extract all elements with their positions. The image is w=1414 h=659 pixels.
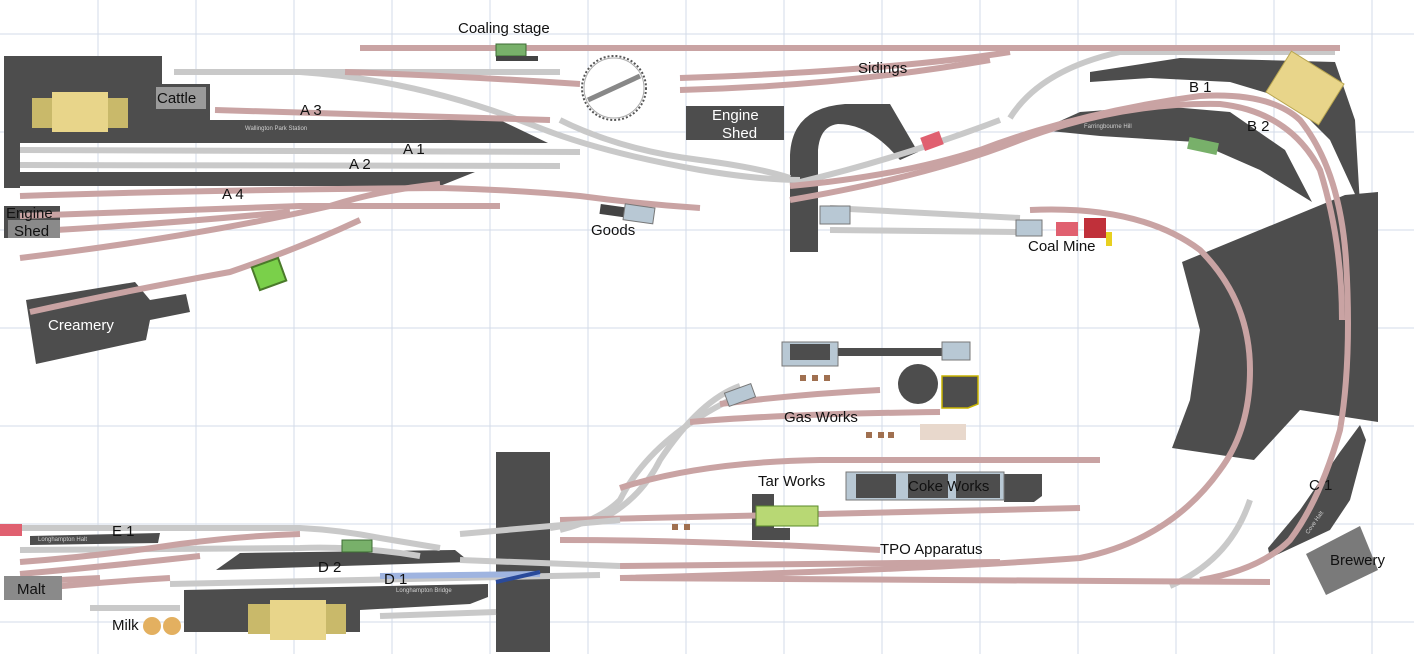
label-c1: C 1	[1309, 477, 1333, 494]
label-a3: A 3	[300, 102, 322, 119]
label-milk: Milk	[112, 617, 139, 634]
coke-works-end	[1004, 474, 1042, 502]
label-tar-works: Tar Works	[758, 473, 826, 490]
label-b2: B 2	[1247, 118, 1270, 135]
label-coal-mine: Coal Mine	[1028, 238, 1096, 255]
label-a4: A 4	[222, 186, 244, 203]
label-e1: E 1	[112, 523, 135, 540]
wallington-park-station-platform	[4, 56, 548, 188]
label-engine-shed-left-1: Engine	[6, 205, 53, 222]
label-engine-shed-left-2: Shed	[14, 223, 50, 240]
label-longhampton-bridge: Longhampton Bridge	[396, 588, 452, 594]
label-sidings: Sidings	[858, 60, 908, 77]
gas-holder	[898, 364, 938, 404]
label-cattle: Cattle	[157, 90, 197, 107]
bridge-baseboard	[496, 452, 550, 652]
label-tpo-apparatus: TPO Apparatus	[880, 541, 983, 558]
label-b1: B 1	[1189, 79, 1212, 96]
label-goods: Goods	[591, 222, 636, 239]
label-a2: A 2	[349, 156, 371, 173]
platform-d2	[216, 550, 470, 570]
label-brewery: Brewery	[1330, 552, 1386, 569]
label-longhampton-halt: Longhampton Halt	[38, 537, 88, 543]
brewery-building	[1306, 526, 1378, 595]
label-coaling-stage: Coaling stage	[458, 20, 550, 37]
label-creamery: Creamery	[48, 317, 114, 334]
u-platform	[790, 104, 918, 252]
label-engine-shed-top-1: Engine	[712, 107, 759, 124]
gas-works-building	[941, 375, 979, 409]
label-malt: Malt	[17, 581, 46, 598]
platform-a2	[20, 172, 475, 186]
label-a1: A 1	[403, 141, 425, 158]
buildings	[0, 43, 1345, 640]
farringbourne-hill-platform	[1040, 106, 1312, 202]
right-baseboard	[1172, 192, 1378, 460]
engine-shed-top	[686, 106, 784, 140]
label-gas-works: Gas Works	[784, 409, 858, 426]
turntable[interactable]	[581, 55, 647, 121]
label-engine-shed-top-2: Shed	[722, 125, 758, 142]
label-coke-works: Coke Works	[908, 478, 990, 495]
label-d2: D 2	[318, 559, 342, 576]
label-d1: D 1	[384, 571, 408, 588]
longhampton-halt-platform	[30, 533, 160, 545]
label-farringbourne-hill: Farringbourne Hill	[1084, 124, 1132, 130]
label-wallington-park-station: Wallington Park Station	[245, 126, 308, 132]
tracks[interactable]	[19, 45, 1351, 619]
